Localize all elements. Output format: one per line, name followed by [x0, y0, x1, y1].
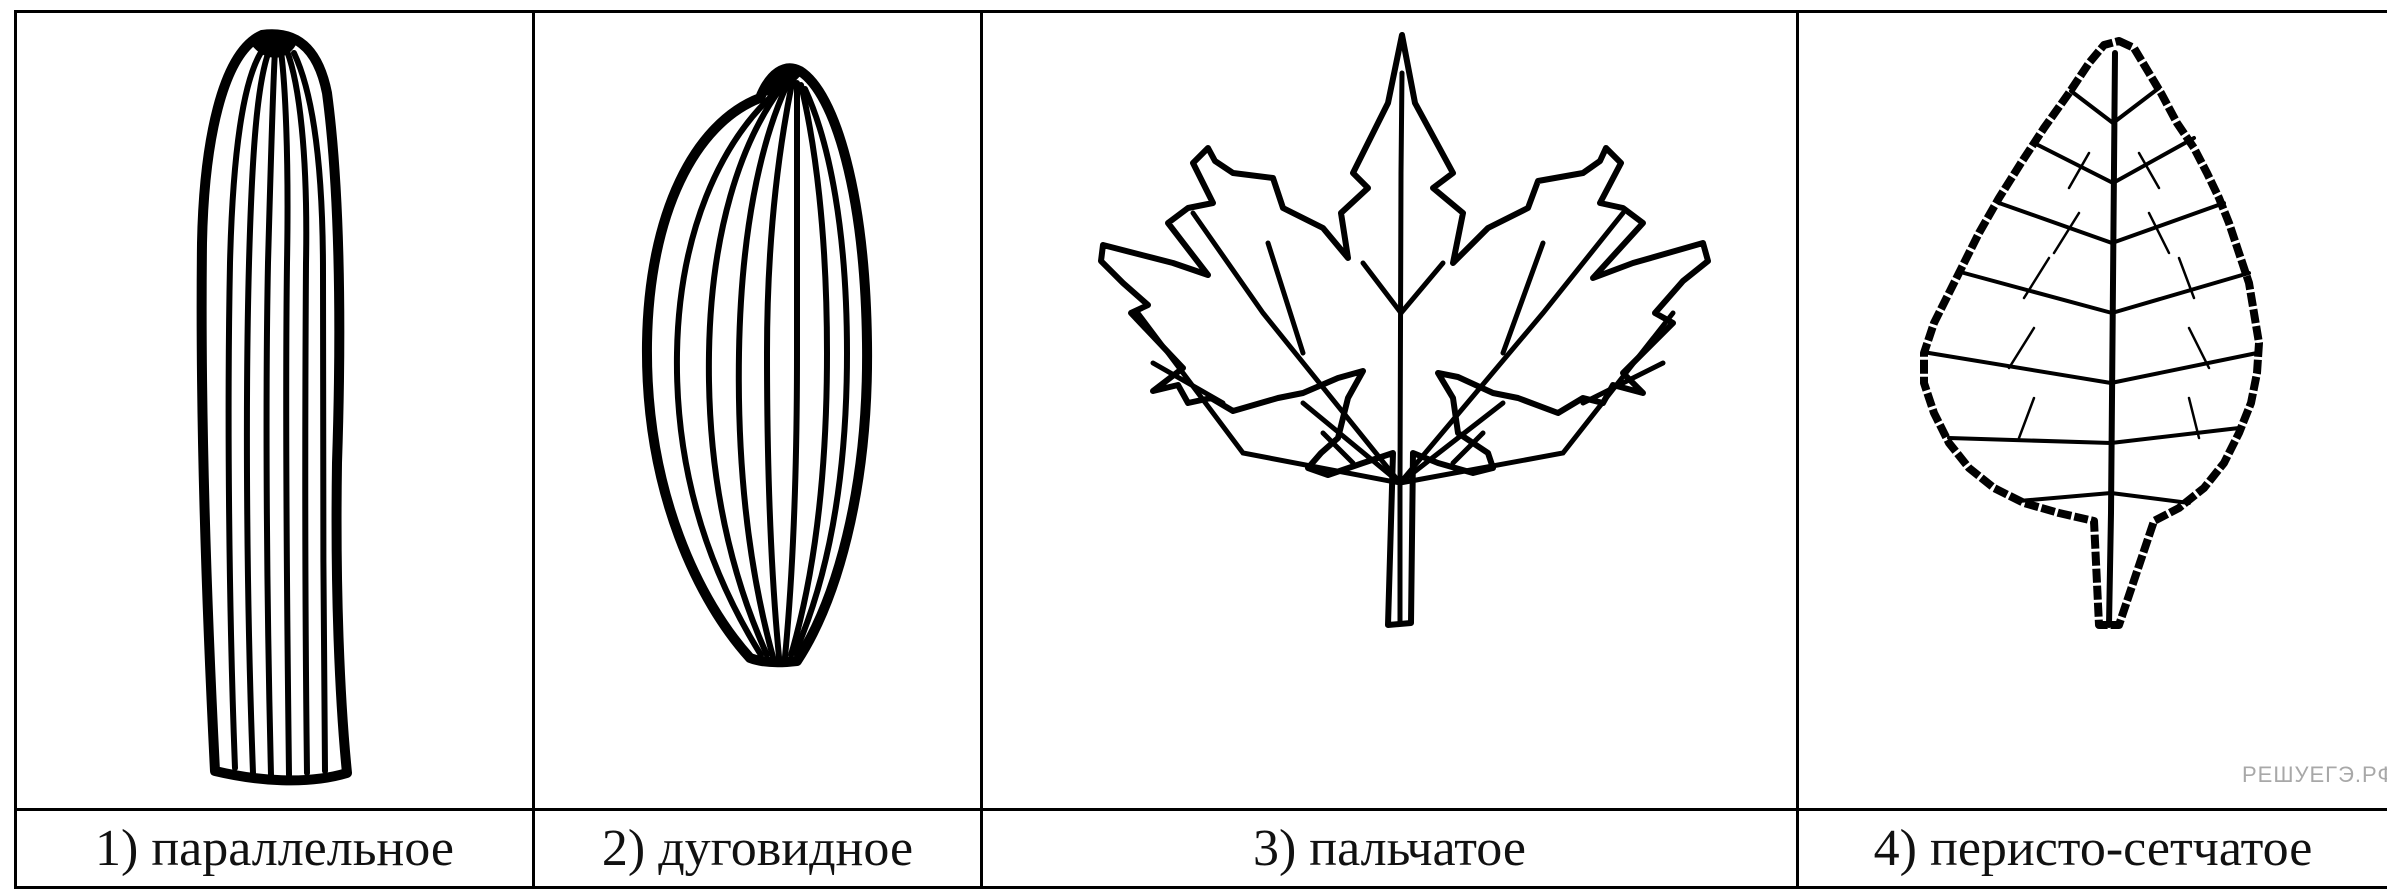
arcuate-leaf-icon — [535, 13, 980, 808]
caption-pinnate: 4) перисто-сетчатое — [1799, 811, 2387, 886]
caption-parallel: 1) параллельное — [17, 811, 532, 886]
cell-palmate — [983, 13, 1796, 808]
table-border-bottom — [14, 886, 2387, 889]
parallel-leaf-icon — [17, 13, 532, 808]
cell-parallel — [17, 13, 532, 808]
cell-arcuate — [535, 13, 980, 808]
caption-palmate: 3) пальчатое — [983, 811, 1796, 886]
pinnate-leaf-icon — [1799, 13, 2387, 808]
watermark: РЕШУЕГЭ.РФ — [2242, 762, 2387, 788]
palmate-leaf-icon — [983, 13, 1796, 808]
cell-pinnate — [1799, 13, 2387, 808]
caption-arcuate: 2) дуговидное — [535, 811, 980, 886]
